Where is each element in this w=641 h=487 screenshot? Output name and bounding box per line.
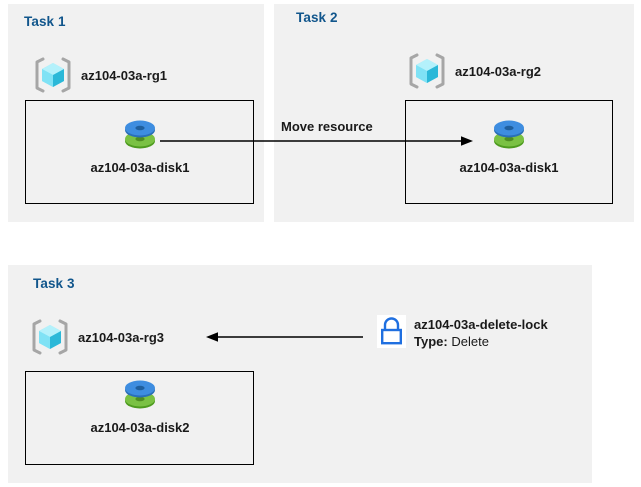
resource-group-row-task-2: az104-03a-rg2 [406, 52, 541, 90]
panel-task-2 [274, 4, 634, 222]
disk-label-task-1: az104-03a-disk1 [90, 160, 190, 175]
delete-lock-name: az104-03a-delete-lock [414, 317, 548, 332]
disk-resource-task-1: az104-03a-disk1 [70, 114, 210, 175]
resource-group-cube-icon [406, 52, 448, 90]
resource-group-cube-icon [29, 318, 71, 356]
resource-group-row-task-3: az104-03a-rg3 [29, 318, 164, 356]
resource-group-row-task-1: az104-03a-rg1 [32, 56, 167, 94]
resource-group-cube-icon [32, 56, 74, 94]
resource-group-label-task-3: az104-03a-rg3 [78, 329, 164, 345]
disk-resource-task-3: az104-03a-disk2 [70, 374, 210, 435]
managed-disk-icon [118, 374, 162, 416]
disk-label-task-3: az104-03a-disk2 [90, 420, 190, 435]
panel-title-task-2: Task 2 [296, 10, 338, 25]
resource-group-label-task-2: az104-03a-rg2 [455, 63, 541, 79]
delete-lock-type-label: Type: [414, 334, 448, 349]
disk-label-task-2: az104-03a-disk1 [459, 160, 559, 175]
panel-task-1 [8, 4, 264, 222]
resource-box-task-1 [25, 100, 254, 204]
delete-lock-text-block: az104-03a-delete-lock Type: Delete [414, 315, 548, 350]
resource-group-label-task-1: az104-03a-rg1 [81, 67, 167, 83]
managed-disk-icon [487, 114, 531, 156]
delete-lock-type-value: Delete [451, 334, 489, 349]
disk-resource-task-2: az104-03a-disk1 [439, 114, 579, 175]
resource-box-task-2 [405, 100, 613, 204]
panel-title-task-3: Task 3 [33, 276, 75, 291]
delete-lock-type-row: Type: Delete [414, 333, 548, 350]
padlock-icon [377, 315, 406, 348]
panel-title-task-1: Task 1 [24, 14, 66, 29]
lock-applies-to-arrow [206, 332, 363, 342]
move-resource-arrow [160, 136, 473, 146]
resource-box-task-3 [25, 371, 254, 465]
panel-task-3 [8, 265, 592, 483]
managed-disk-icon [118, 114, 162, 156]
delete-lock-annotation: az104-03a-delete-lock Type: Delete [377, 315, 548, 350]
move-resource-label: Move resource [281, 119, 373, 134]
